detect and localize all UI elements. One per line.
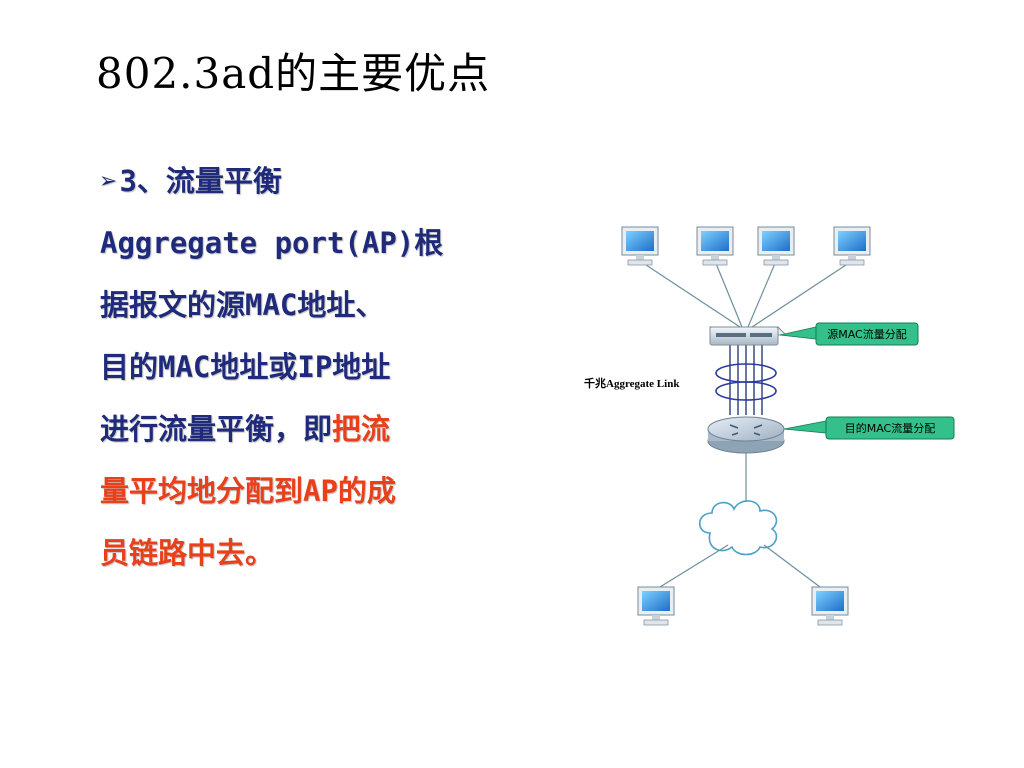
body-line-6-red: 员链路中去。 [100, 536, 275, 570]
body-line-4-red: 把流 [332, 412, 391, 446]
body-line-1-normal: Aggregate port(AP)根 [100, 226, 444, 260]
wire-pc4 [751, 260, 853, 328]
body-line-4-normal: 进行流量平衡，即 [100, 412, 333, 446]
wire-pc1 [639, 260, 741, 328]
arrow-bullet-icon: ➢ [100, 164, 118, 198]
wire-pc3 [747, 260, 777, 328]
bullet-heading: 3、流量平衡 [119, 164, 282, 198]
body-line-3: 目的MAC地址或IP地址 [100, 336, 510, 398]
body-line-2: 据报文的源MAC地址、 [100, 274, 510, 336]
switch-icon [708, 326, 788, 346]
callout-source-text: 源MAC流量分配 [827, 327, 907, 341]
callout-dest-mac: 目的MAC流量分配 [783, 416, 955, 440]
body-line-2-normal: 据报文的源MAC地址、 [100, 288, 385, 322]
pc-bottom-1-icon [637, 586, 675, 626]
router-icon [707, 416, 785, 454]
link-ring-lower [715, 381, 777, 401]
pc-top-2-icon [696, 226, 734, 266]
body-line-6: 员链路中去。 [100, 522, 510, 584]
body-line-1: Aggregate port(AP)根 [100, 212, 510, 274]
slide-title: 802.3ad的主要优点 [96, 40, 490, 101]
body-line-5-red: 量平均地分配到AP的成 [100, 474, 396, 508]
wire-pc2 [714, 260, 743, 328]
callout-source-mac: 源MAC流量分配 [779, 322, 919, 346]
title-latin: 802.3ad [96, 49, 276, 98]
pc-top-3-icon [757, 226, 795, 266]
pc-top-4-icon [833, 226, 871, 266]
aggregate-links [729, 345, 763, 415]
body-line-4: 进行流量平衡，即把流 [100, 398, 510, 460]
bullet-body: Aggregate port(AP)根 据报文的源MAC地址、 目的MAC地址或… [100, 212, 510, 584]
network-diagram: 源MAC流量分配 千兆Aggregate Link 目的MAC流量分配 [580, 215, 960, 635]
bottom-pc-wires [659, 544, 821, 588]
pc-bottom-2-icon [811, 586, 849, 626]
aggregate-link-label: 千兆Aggregate Link [584, 376, 680, 390]
body-line-5: 量平均地分配到AP的成 [100, 460, 510, 522]
pc-top-1-icon [621, 226, 659, 266]
bullet-block: ➢3、流量平衡 Aggregate port(AP)根 据报文的源MAC地址、 … [100, 150, 510, 584]
title-cjk: 的主要优点 [275, 49, 491, 98]
callout-dest-text: 目的MAC流量分配 [845, 421, 936, 435]
top-pc-wires [639, 260, 853, 328]
cloud-icon [698, 500, 778, 556]
bullet-heading-line: ➢3、流量平衡 [100, 150, 510, 212]
network-diagram-svg: 源MAC流量分配 千兆Aggregate Link 目的MAC流量分配 [584, 226, 955, 626]
body-line-3-normal: 目的MAC地址或IP地址 [100, 350, 391, 384]
